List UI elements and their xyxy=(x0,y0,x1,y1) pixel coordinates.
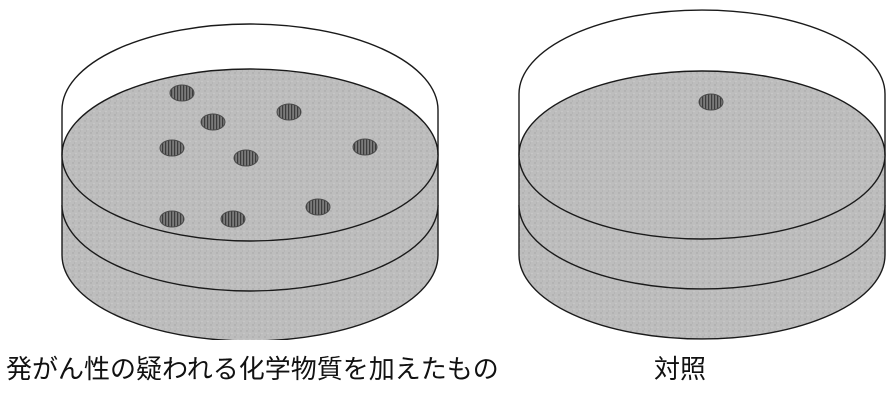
colonies-left xyxy=(159,84,378,228)
colony xyxy=(276,103,302,121)
caption-carcinogen-dish: 発がん性の疑われる化学物質を加えたもの xyxy=(6,355,499,385)
colony xyxy=(305,198,331,216)
colonies-right xyxy=(698,93,724,111)
dish-lid-left xyxy=(61,23,439,155)
caption-control-dish: 対照 xyxy=(654,355,707,385)
colony xyxy=(159,139,185,157)
colony xyxy=(159,210,185,228)
petri-dish-figure xyxy=(61,9,886,340)
dish-control xyxy=(518,9,886,340)
dish-with-carcinogen xyxy=(61,23,439,340)
colony xyxy=(698,93,724,111)
colony xyxy=(220,210,246,228)
colony xyxy=(169,84,195,102)
colony xyxy=(233,149,259,167)
dish-lid-right xyxy=(518,9,886,155)
colony xyxy=(200,113,226,131)
colony xyxy=(352,138,378,156)
